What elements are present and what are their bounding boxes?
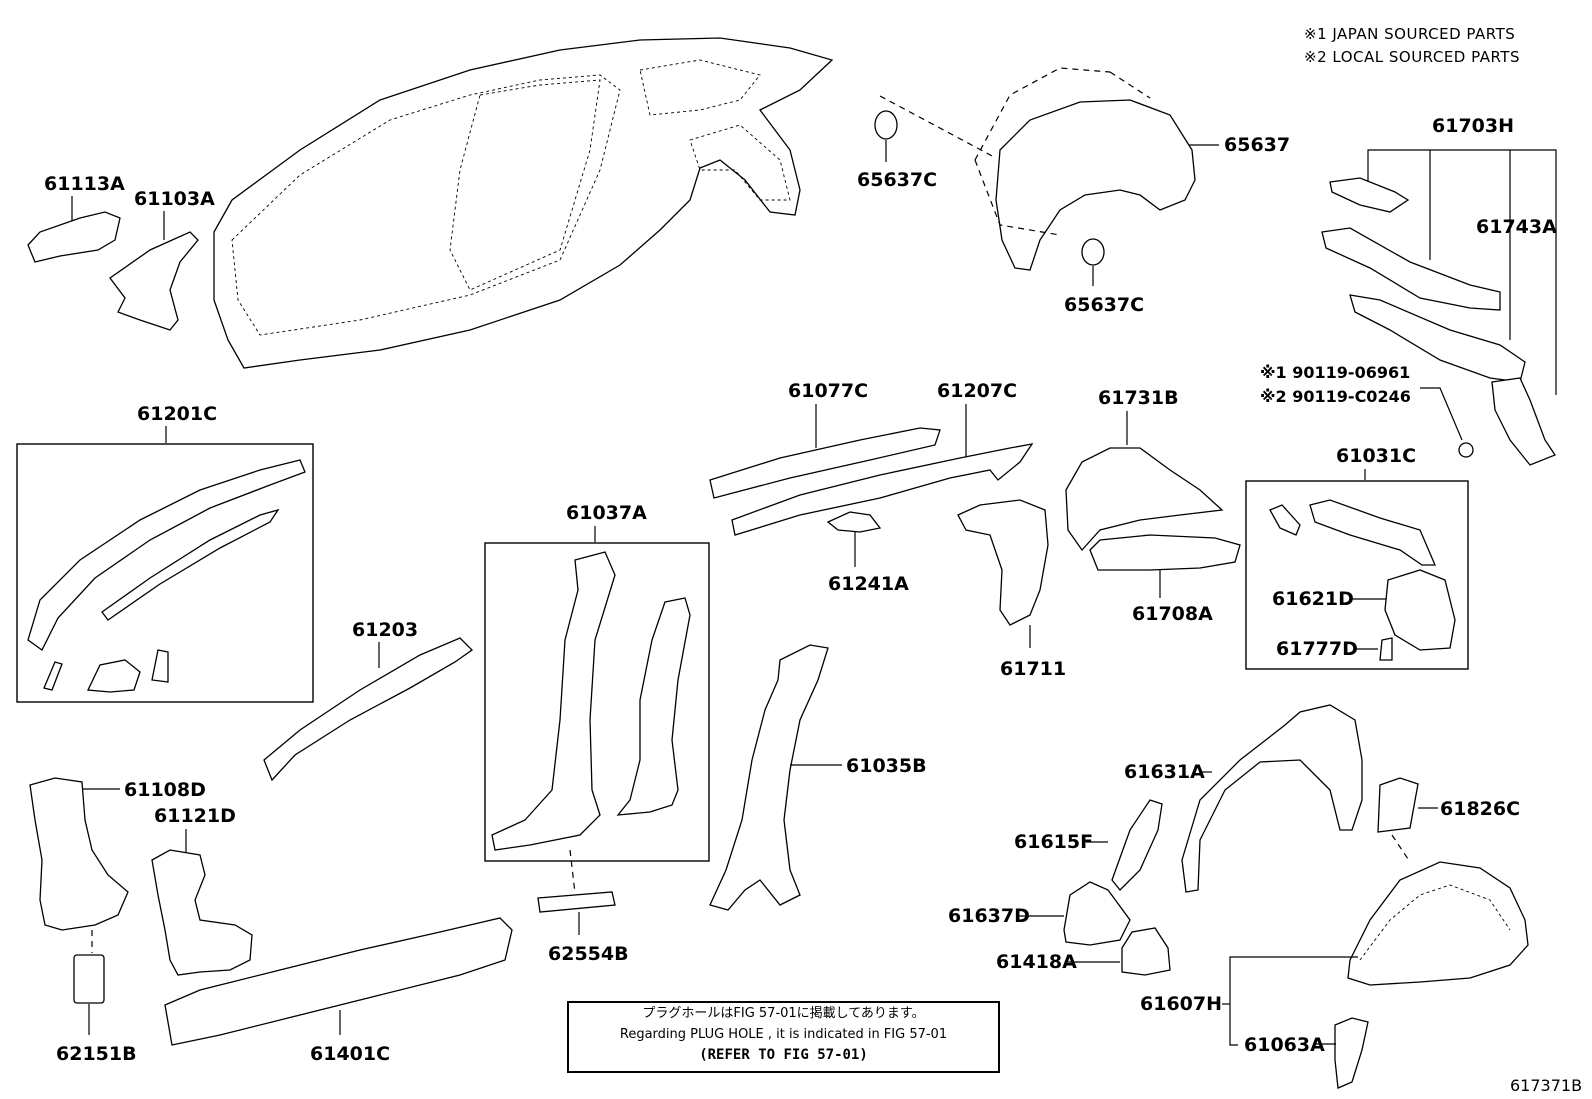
leader-bolt [1420, 387, 1463, 441]
part-61703H-piece2 [1321, 227, 1501, 311]
label-65637C-bottom: 65637C [1064, 294, 1144, 316]
label-61418A: 61418A [996, 951, 1077, 973]
part-65637C-top-illustration [874, 110, 898, 140]
part-61031C-piece2 [1309, 499, 1436, 566]
part-61703H-piece4 [1491, 377, 1556, 466]
note-local-sourced: ※2 LOCAL SOURCED PARTS [1304, 48, 1520, 66]
bolt-illustration [1458, 442, 1474, 458]
part-61077C-illustration [709, 427, 941, 499]
label-61121D: 61121D [154, 805, 236, 827]
figure-id: 617371B [1510, 1076, 1582, 1095]
label-65637C-top: 65637C [857, 169, 937, 191]
label-61063A: 61063A [1244, 1034, 1325, 1056]
leader-61607H [1229, 956, 1358, 1046]
label-61077C: 61077C [788, 380, 868, 402]
part-61731B-illustration [1065, 447, 1224, 552]
label-bolt-japan: ※1 90119-06961 [1260, 363, 1410, 382]
plug-hole-remark-box: プラグホールはFIG 57-01に掲載してあります。 Regarding PLU… [567, 1001, 1000, 1073]
label-61703H: 61703H [1432, 115, 1514, 137]
part-61708A-illustration [1089, 534, 1241, 571]
label-61037A: 61037A [566, 502, 647, 524]
part-61103A-illustration [109, 231, 199, 331]
part-61207C-illustration [731, 443, 1034, 536]
label-61035B: 61035B [846, 755, 927, 777]
label-61826C: 61826C [1440, 798, 1520, 820]
label-61103A: 61103A [134, 188, 215, 210]
part-61037A-inner [616, 597, 691, 816]
label-61201C: 61201C [137, 403, 217, 425]
label-61615F: 61615F [1014, 831, 1093, 853]
label-61631A: 61631A [1124, 761, 1205, 783]
part-61063A-illustration [1334, 1017, 1369, 1089]
label-61207C: 61207C [937, 380, 1017, 402]
label-62554B: 62554B [548, 943, 629, 965]
part-61621D-illustration [1384, 569, 1456, 651]
label-61401C: 61401C [310, 1043, 390, 1065]
part-61607H-illustration [1347, 861, 1529, 986]
part-61201C-illustration [27, 459, 306, 693]
remark-line-english: Regarding PLUG HOLE , it is indicated in… [619, 1027, 948, 1042]
label-61203: 61203 [352, 619, 418, 641]
remark-line-refer[interactable]: (REFER TO FIG 57-01) [699, 1047, 868, 1063]
group-box-61201C [16, 443, 314, 703]
part-61615F-illustration [1111, 799, 1163, 891]
part-61203-illustration [263, 637, 474, 782]
part-61035B-illustration [709, 644, 829, 911]
part-62554B-illustration [537, 891, 616, 913]
dash-62554B [569, 849, 576, 894]
label-bolt-local: ※2 90119-C0246 [1260, 387, 1411, 406]
part-61031C-piece1 [1269, 504, 1301, 536]
part-65637C-bottom-illustration [1081, 238, 1105, 266]
label-61113A: 61113A [44, 173, 125, 195]
label-65637: 65637 [1224, 134, 1290, 156]
label-61031C: 61031C [1336, 445, 1416, 467]
label-61607H: 61607H [1140, 993, 1222, 1015]
label-61731B: 61731B [1098, 387, 1179, 409]
part-61121D-illustration [151, 849, 253, 976]
dash-61826C [1391, 834, 1411, 863]
label-61708A: 61708A [1132, 603, 1213, 625]
label-61637D: 61637D [948, 905, 1030, 927]
part-61826C-illustration [1377, 777, 1419, 833]
label-61777D: 61777D [1276, 638, 1358, 660]
label-61241A: 61241A [828, 573, 909, 595]
part-61401C-illustration [164, 917, 513, 1046]
side-outer-panel-illustration [213, 37, 834, 369]
label-61621D: 61621D [1272, 588, 1354, 610]
part-61037A-outer [491, 551, 616, 851]
label-61711: 61711 [1000, 658, 1066, 680]
part-61418A-illustration [1121, 927, 1171, 976]
group-box-61031C [1245, 480, 1469, 670]
remark-line-japanese: プラグホールはFIG 57-01に掲載してあります。 [642, 1006, 925, 1021]
group-box-61037A [484, 542, 710, 862]
label-61743A: 61743A [1476, 216, 1557, 238]
part-61108D-illustration [29, 777, 129, 931]
label-61108D: 61108D [124, 779, 206, 801]
part-61631A-illustration [1181, 704, 1363, 893]
part-61607H-detail [1359, 884, 1511, 961]
leader-61703H [1367, 149, 1557, 395]
part-65637-illustration [974, 67, 1196, 271]
part-61711-illustration [957, 499, 1049, 626]
part-61637D-illustration [1063, 881, 1131, 946]
part-62151B-illustration [73, 954, 105, 1004]
part-61241A-illustration [826, 511, 882, 533]
label-62151B: 62151B [56, 1043, 137, 1065]
part-61703H-piece1 [1329, 177, 1410, 213]
part-61777D-illustration [1379, 637, 1393, 661]
note-japan-sourced: ※1 JAPAN SOURCED PARTS [1304, 25, 1515, 43]
part-61113A-illustration [27, 211, 121, 263]
